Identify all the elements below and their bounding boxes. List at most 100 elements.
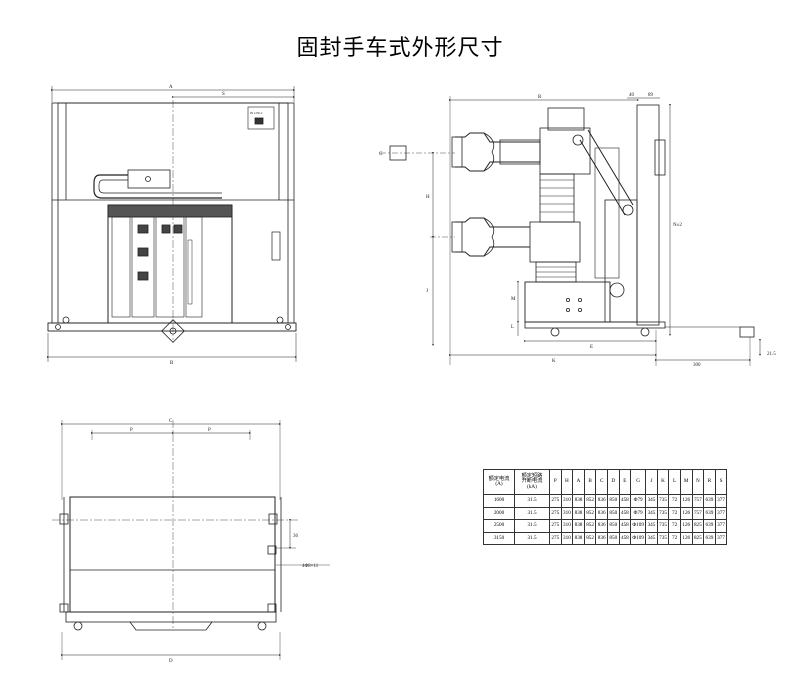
- table-cell: 126: [679, 519, 693, 533]
- table-cell: 126: [679, 531, 693, 545]
- table-cell: 345: [645, 519, 658, 533]
- dim-label-J: J: [426, 289, 428, 294]
- side-view: [380, 96, 761, 366]
- table-cell: 836: [595, 531, 608, 545]
- front-view: [47, 86, 297, 362]
- table-cell: 735: [656, 531, 670, 545]
- table-cell: 275: [549, 519, 562, 533]
- table-cell: 735: [656, 506, 670, 520]
- table-cell: 458: [618, 494, 632, 508]
- table-header-letter: G: [630, 469, 647, 495]
- table-cell: 72: [668, 494, 681, 508]
- table-cell: Φ109: [630, 519, 647, 533]
- table-cell: 72: [668, 531, 681, 545]
- table-cell: 838: [572, 494, 585, 508]
- table-header-letter: P: [549, 469, 562, 495]
- table-cell: 2000: [483, 506, 515, 520]
- dim-label-300: 300: [693, 363, 701, 368]
- table-cell: 377: [714, 531, 728, 545]
- table-header-letter: S: [714, 469, 728, 495]
- dim-label-D: D: [169, 659, 173, 664]
- table-header-breaking: 额定短路 开断电流 (kA): [514, 469, 550, 495]
- table-cell: 838: [572, 506, 585, 520]
- dim-label-P-right: P: [208, 428, 211, 433]
- table-cell: 850: [606, 506, 620, 520]
- table-cell: 345: [645, 531, 658, 545]
- table-cell: 852: [583, 531, 597, 545]
- table-cell: 850: [606, 519, 620, 533]
- table-cell: 275: [549, 494, 562, 508]
- table-cell: 310: [560, 494, 574, 508]
- dim-label-B: B: [170, 361, 174, 366]
- table-cell: 836: [595, 494, 608, 508]
- dim-label-40: 40: [629, 93, 635, 98]
- table-cell: 275: [549, 506, 562, 520]
- table-cell: 639: [703, 494, 716, 508]
- dim-label-K: K: [552, 359, 556, 364]
- dim-label-E: E: [590, 345, 593, 350]
- table-cell: 852: [583, 506, 597, 520]
- table-cell: 757: [691, 494, 705, 508]
- table-cell: 852: [583, 519, 597, 533]
- bottom-view: [52, 420, 330, 660]
- table-header-letter: K: [656, 469, 670, 495]
- table-cell: 275: [549, 531, 562, 545]
- nameplate-text: IN 1250-2: [250, 111, 263, 115]
- table-cell: 639: [703, 531, 716, 545]
- table-cell: 825: [691, 531, 705, 545]
- dim-label-M: M: [511, 297, 516, 302]
- dim-label-36: 36: [293, 534, 299, 539]
- table-header-row: 额定电流 (A) 额定短路 开断电流 (kA) P H A B C D E G …: [483, 469, 728, 495]
- table-header-letter: H: [560, 469, 574, 495]
- dim-label-A: A: [169, 85, 173, 90]
- table-cell: 458: [618, 506, 632, 520]
- table-cell: 345: [645, 506, 658, 520]
- dim-label-R: R: [538, 95, 542, 100]
- table-header-letter: A: [572, 469, 585, 495]
- table-header-letter: B: [583, 469, 597, 495]
- dim-label-C: C: [169, 419, 173, 424]
- table-cell: 72: [668, 506, 681, 520]
- table-header-letter: J: [645, 469, 658, 495]
- table-cell: Φ109: [630, 531, 647, 545]
- dim-label-89: 89: [648, 93, 654, 98]
- page-title: 固封手车式外形尺寸: [296, 36, 504, 61]
- table-cell: 310: [560, 519, 574, 533]
- table-cell: 126: [679, 494, 693, 508]
- spec-table: 额定电流 (A) 额定短路 开断电流 (kA) P H A B C D E G …: [483, 469, 728, 545]
- table-cell: 31.5: [514, 506, 550, 520]
- table-cell: 838: [572, 531, 585, 545]
- table-cell: 377: [714, 519, 728, 533]
- table-cell: 2500: [483, 519, 515, 533]
- dim-label-P-left: P: [130, 428, 133, 433]
- table-cell: 852: [583, 494, 597, 508]
- table-cell: 850: [606, 494, 620, 508]
- dim-label-S: S: [222, 92, 225, 97]
- table-cell: 1600: [483, 494, 515, 508]
- table-cell: 639: [703, 519, 716, 533]
- table-cell: Φ79: [630, 494, 647, 508]
- table-header-letter: D: [606, 469, 620, 495]
- table-cell: Φ79: [630, 506, 647, 520]
- dim-label-N: N±2: [673, 223, 682, 228]
- table-header-letter: M: [679, 469, 693, 495]
- table-cell: 377: [714, 494, 728, 508]
- table-cell: 825: [691, 519, 705, 533]
- table-header-letter: N: [691, 469, 705, 495]
- table-header-letter: L: [668, 469, 681, 495]
- table-cell: 310: [560, 531, 574, 545]
- table-cell: 126: [679, 506, 693, 520]
- table-cell: 458: [618, 531, 632, 545]
- table-cell: 31.5: [514, 494, 550, 508]
- dim-label-G: G: [379, 152, 383, 157]
- dim-label-L: L: [511, 325, 514, 330]
- table-cell: 72: [668, 519, 681, 533]
- table-cell: 850: [606, 531, 620, 545]
- table-cell: 735: [656, 519, 670, 533]
- table-cell: 458: [618, 519, 632, 533]
- table-header-letter: R: [703, 469, 716, 495]
- table-cell: 836: [595, 519, 608, 533]
